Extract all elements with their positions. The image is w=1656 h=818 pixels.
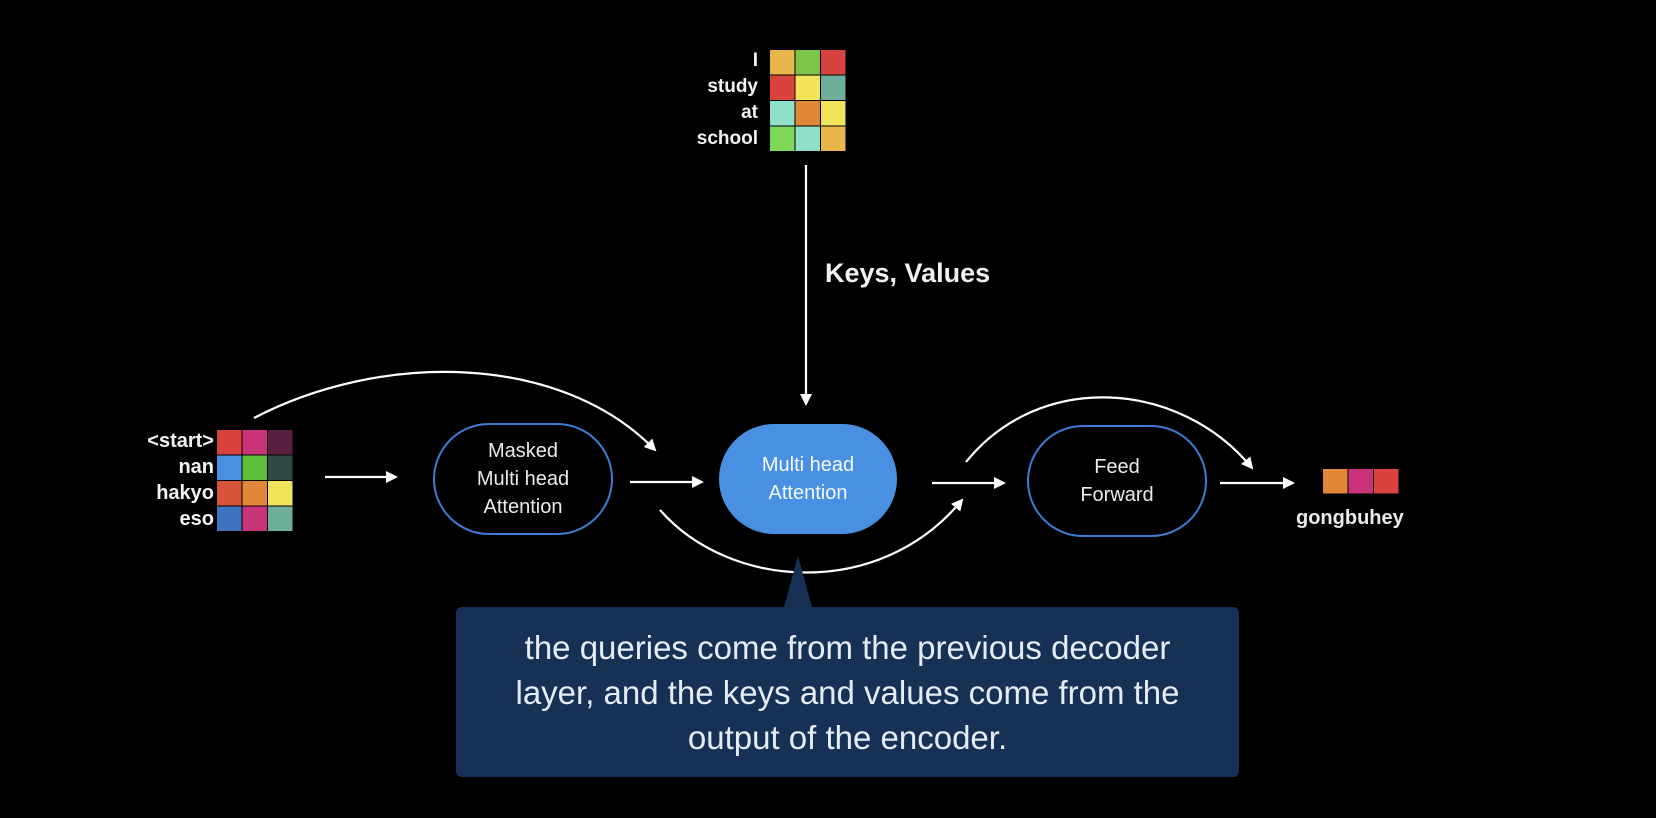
decoder-input-word: hakyo [156,482,214,504]
grid-cell [268,430,293,455]
grid-cell [770,101,795,126]
callout-box: the queries come from the previous decod… [456,607,1239,777]
grid-cell [242,481,267,506]
decoder-input-word: eso [179,508,214,530]
encoder-word: at [741,102,758,123]
grid-cell [242,430,267,455]
grid-cell [268,455,293,480]
grid-cell [770,50,795,75]
grid-cell [217,481,242,506]
arrow-residual-arc-2 [659,498,964,574]
grid-cell [217,430,242,455]
multi-head-attention-node: Multi head Attention [719,424,897,534]
grid-cell [795,126,820,151]
decoder-input-word: <start> [147,430,214,452]
grid-cell [242,455,267,480]
arrow-residual-arc-3 [965,396,1254,470]
encoder-word: study [707,76,758,97]
feed-forward-label: Feed Forward [1080,456,1154,506]
grid-cell [795,101,820,126]
grid-cell [821,101,846,126]
encoder-output-grid [770,50,846,151]
output-word: gongbuhey [1296,507,1404,529]
output-vector [1323,469,1399,494]
grid-cell [268,481,293,506]
grid-cell [268,506,293,531]
grid-cell [821,126,846,151]
masked-attention-label: Masked Multi head Attention [476,440,570,518]
grid-cell [217,455,242,480]
grid-cell [795,50,820,75]
grid-cell [821,50,846,75]
masked-multi-head-attention-node: Masked Multi head Attention [433,423,613,535]
arrow-residual-arc-1 [253,370,657,452]
grid-cell [217,506,242,531]
encoder-word: I [752,50,758,71]
keys-values-label: Keys, Values [825,258,991,288]
encoder-word: school [696,128,758,149]
decoder-input-word: nan [178,456,214,478]
grid-cell [770,126,795,151]
grid-cell [1323,469,1348,494]
grid-cell [770,75,795,100]
callout-text: the queries come from the previous decod… [515,628,1180,756]
decoder-input-grid [217,430,293,531]
grid-cell [1348,469,1373,494]
grid-cell [1374,469,1399,494]
grid-cell [242,506,267,531]
multi-head-attention-label: Multi head Attention [761,454,855,504]
grid-cell [821,75,846,100]
feed-forward-node: Feed Forward [1027,425,1207,537]
callout-pointer [784,556,812,607]
grid-cell [795,75,820,100]
